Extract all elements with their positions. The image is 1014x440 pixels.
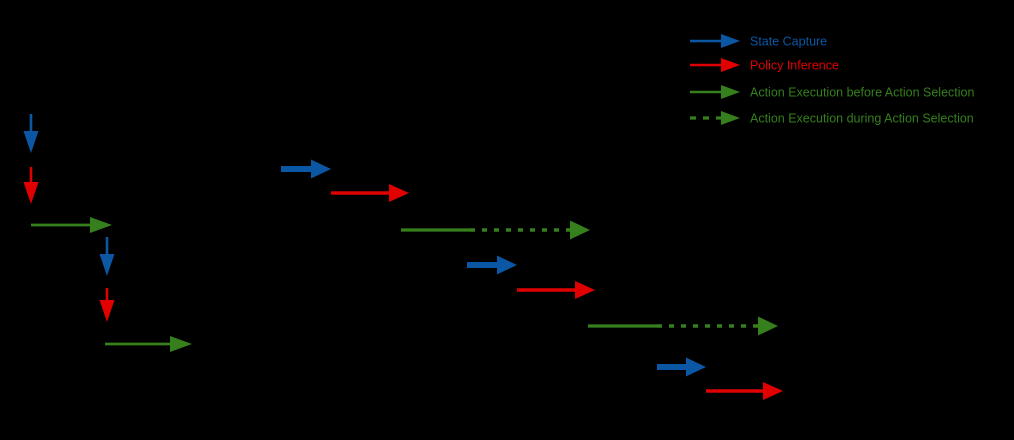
- legend: State Capture Policy Inference Action Ex…: [690, 34, 974, 126]
- arrow-cycle3-policy-inference: [331, 184, 409, 202]
- legend-label-policy-inference: Policy Inference: [750, 59, 839, 73]
- arrow-cycle1-action-execution: [31, 217, 112, 233]
- arrow-cycle4-policy-inference: [517, 281, 595, 299]
- arrow-cycle2-policy-inference: [99, 288, 115, 322]
- legend-label-action-execution-before: Action Execution before Action Selection: [750, 86, 974, 100]
- arrow-cycle1-state-capture: [23, 114, 39, 153]
- arrow-cycle4-action-execution: [588, 316, 778, 336]
- arrow-right-dotted-icon: [721, 111, 740, 125]
- legend-item-state-capture: State Capture: [690, 34, 827, 49]
- legend-item-action-execution-during: Action Execution during Action Selection: [690, 111, 974, 126]
- legend-item-policy-inference: Policy Inference: [690, 58, 839, 73]
- legend-item-action-execution-before: Action Execution before Action Selection: [690, 85, 974, 100]
- arrow-cycle2-action-execution: [105, 336, 192, 352]
- arrow-right-icon: [721, 58, 740, 72]
- arrow-right-icon: [721, 34, 740, 48]
- legend-label-state-capture: State Capture: [750, 35, 827, 49]
- arrow-cycle5-state-capture: [657, 357, 706, 377]
- arrow-cycle1-policy-inference: [23, 167, 39, 204]
- arrow-cycle3-state-capture: [281, 159, 331, 179]
- arrow-cycle3-action-execution: [401, 220, 590, 240]
- arrow-right-icon: [721, 85, 740, 99]
- legend-label-action-execution-during: Action Execution during Action Selection: [750, 112, 974, 126]
- arrow-cycle5-policy-inference: [706, 382, 783, 400]
- arrow-cycle2-state-capture: [99, 237, 115, 276]
- arrow-cycle4-state-capture: [467, 255, 517, 275]
